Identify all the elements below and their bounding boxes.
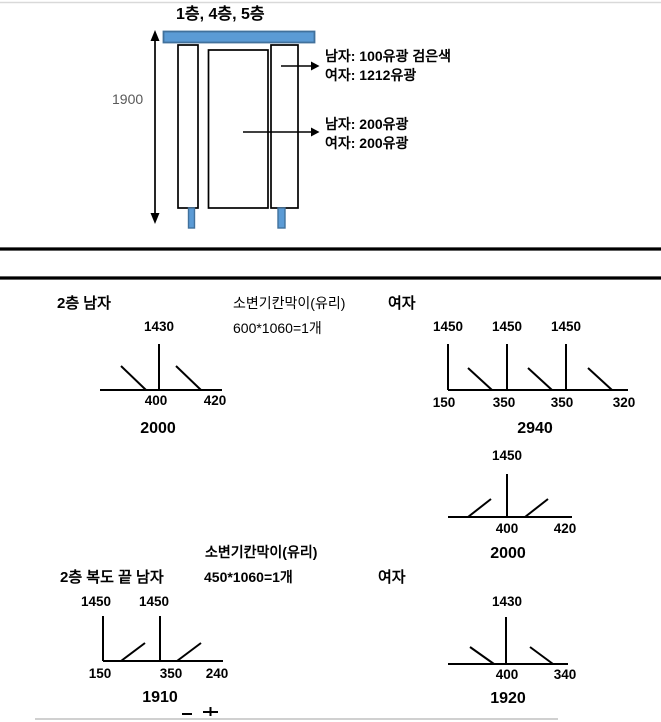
section-title-women-corridor: 여자 xyxy=(378,569,406,586)
swing-line xyxy=(527,367,553,391)
swing-line xyxy=(587,367,613,391)
dim-width: 350 xyxy=(159,666,183,681)
height-dimension-label: 1900 xyxy=(112,91,144,107)
frame-note-line2: 여자: 1212유광 xyxy=(325,67,417,83)
swing-line xyxy=(524,498,549,518)
door-note-line2: 여자: 200유광 xyxy=(325,135,409,151)
section-title-men-2f: 2층 남자 xyxy=(57,295,111,312)
swing-line xyxy=(529,646,554,665)
swing-line xyxy=(467,498,492,518)
plan-women-2f-main xyxy=(447,344,628,391)
frame-callout-arrowhead xyxy=(311,61,320,71)
dim-width: 320 xyxy=(612,395,636,410)
swing-line xyxy=(176,642,202,662)
section-title-men-corridor: 2층 복도 끝 남자 xyxy=(60,569,164,586)
dim-total: 2940 xyxy=(517,420,553,437)
dim-height: 1430 xyxy=(143,319,175,334)
plan-men-2f xyxy=(100,344,222,391)
swing-line xyxy=(120,365,147,391)
dim-width: 350 xyxy=(550,395,574,410)
dim-height: 1450 xyxy=(432,319,464,334)
dim-width: 150 xyxy=(88,666,112,681)
dim-width: 240 xyxy=(205,666,229,681)
dim-height: 1450 xyxy=(491,448,523,463)
dim-total: 2000 xyxy=(140,420,176,437)
dim-height: 1450 xyxy=(550,319,582,334)
arrowhead-up xyxy=(150,30,160,41)
page-title: 1층, 4층, 5층 xyxy=(176,6,265,23)
elevation-diagram xyxy=(150,30,320,229)
partition-note-line1: 소변기칸막이(유리) xyxy=(233,295,346,311)
plan-women-2f-second xyxy=(448,474,572,518)
dim-total: 1910 xyxy=(142,689,178,706)
left-stile-panel xyxy=(177,44,199,209)
plan-men-corridor xyxy=(102,616,223,662)
dim-height: 1450 xyxy=(80,594,112,609)
swing-line xyxy=(467,367,493,391)
door-panel xyxy=(207,49,269,209)
swing-line xyxy=(469,646,495,665)
left-leg xyxy=(187,207,196,229)
dim-width: 150 xyxy=(432,395,456,410)
door-callout-arrowhead xyxy=(311,127,320,137)
dim-width: 400 xyxy=(495,667,519,682)
dim-total: 1920 xyxy=(490,690,526,707)
dim-height: 1430 xyxy=(491,594,523,609)
dim-width: 350 xyxy=(492,395,516,410)
frame-note-line1: 남자: 100유광 검은색 xyxy=(325,48,451,64)
door-note-line1: 남자: 200유광 xyxy=(325,116,409,132)
cutoff-row xyxy=(35,707,558,720)
dim-total: 2000 xyxy=(490,545,526,562)
dim-width: 420 xyxy=(203,393,227,408)
partition-note-line2: 600*1060=1개 xyxy=(233,320,322,336)
section-title-women-2f: 여자 xyxy=(388,295,416,312)
dim-width: 400 xyxy=(144,393,168,408)
plan-women-corridor xyxy=(448,617,568,665)
arrowhead-down xyxy=(150,213,160,224)
dim-width: 400 xyxy=(495,521,519,536)
dim-width: 420 xyxy=(553,521,577,536)
right-stile-panel xyxy=(270,44,299,209)
partition-note2-line1: 소변기칸막이(유리) xyxy=(205,544,318,560)
dim-width: 340 xyxy=(553,667,577,682)
dim-height: 1450 xyxy=(138,594,170,609)
right-leg xyxy=(277,207,286,229)
dim-height: 1450 xyxy=(491,319,523,334)
swing-line xyxy=(120,642,146,662)
partition-note2-line2: 450*1060=1개 xyxy=(204,569,293,585)
top-rail xyxy=(162,30,316,44)
swing-line xyxy=(175,365,202,391)
